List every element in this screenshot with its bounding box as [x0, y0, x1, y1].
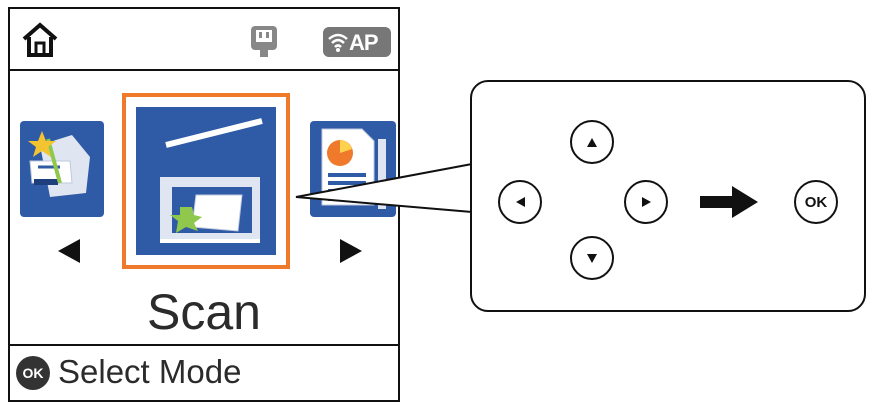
- ok-badge-icon: OK: [16, 356, 50, 390]
- mode-tile-scan[interactable]: [136, 107, 276, 255]
- copy-icon: [28, 131, 90, 197]
- mode-tile-copy[interactable]: [20, 121, 104, 217]
- down-button[interactable]: [570, 236, 614, 280]
- wifi-ap-badge: AP: [323, 27, 391, 57]
- memory-card-icon: [248, 23, 280, 59]
- mode-carousel: Scan: [10, 71, 398, 347]
- control-panel-callout: OK: [470, 80, 866, 312]
- selected-mode-frame[interactable]: [122, 93, 290, 269]
- ok-button[interactable]: OK: [794, 180, 838, 224]
- printer-lcd-screen: AP: [8, 7, 400, 402]
- footer-hint: Select Mode: [58, 353, 242, 390]
- carousel-right-arrow-icon[interactable]: [340, 239, 362, 263]
- arrow-right-icon: [700, 186, 758, 218]
- wifi-icon: [328, 33, 348, 52]
- scan-icon: [160, 118, 263, 243]
- footer-hint-bar: OK Select Mode: [10, 344, 398, 400]
- mode-label: Scan: [147, 284, 261, 340]
- triangle-left-icon: [515, 197, 525, 207]
- home-icon[interactable]: [20, 21, 60, 59]
- status-bar: AP: [10, 9, 398, 71]
- carousel-left-arrow-icon[interactable]: [58, 239, 80, 263]
- right-button[interactable]: [624, 180, 668, 224]
- triangle-down-icon: [587, 253, 597, 263]
- up-button[interactable]: [570, 120, 614, 164]
- triangle-right-icon: [641, 197, 651, 207]
- left-button[interactable]: [498, 180, 542, 224]
- triangle-up-icon: [587, 137, 597, 147]
- ap-label: AP: [349, 30, 379, 55]
